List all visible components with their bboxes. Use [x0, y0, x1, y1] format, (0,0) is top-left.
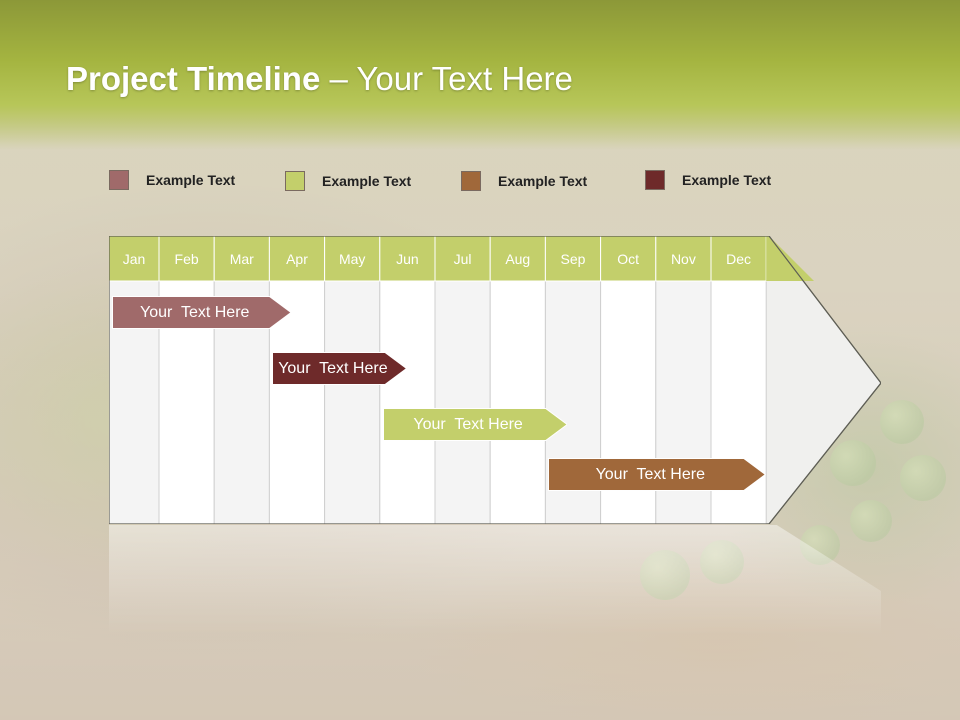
- month-label: Jun: [396, 250, 419, 267]
- month-column: [324, 280, 381, 524]
- month-column: [379, 280, 436, 524]
- month-column: [489, 280, 546, 524]
- month-label: Sep: [560, 250, 586, 267]
- task-bar-shape: [272, 352, 408, 385]
- month-label: Oct: [617, 250, 640, 267]
- task-bar-label: Your Text Here: [278, 359, 388, 377]
- task-bar-label: Your Text Here: [413, 415, 523, 433]
- task-bar: Your Text Here: [548, 458, 767, 491]
- header-band: [0, 0, 960, 150]
- task-bar: Your Text Here: [382, 408, 568, 441]
- month-label: Jul: [453, 250, 472, 267]
- month-label: Apr: [286, 250, 308, 267]
- legend-label: Example Text: [322, 173, 412, 189]
- month-label: Mar: [229, 250, 254, 267]
- title-rest: – Your Text Here: [320, 60, 573, 97]
- legend-swatch: [461, 171, 481, 191]
- month-label: Feb: [174, 250, 199, 267]
- month-header-cell: [213, 236, 270, 282]
- legend-label: Example Text: [682, 172, 772, 188]
- month-label: Dec: [726, 250, 752, 267]
- month-label: Nov: [670, 250, 696, 267]
- task-bar-arrow: [382, 408, 568, 441]
- month-header-cell: [710, 236, 767, 282]
- page-title: Project Timeline – Your Text Here: [66, 60, 573, 98]
- task-bar-arrow: [272, 352, 408, 385]
- month-header-cell: [434, 236, 491, 282]
- month-header-cell: [268, 236, 326, 282]
- legend-label: Example Text: [146, 172, 236, 188]
- month-label: Jan: [122, 250, 146, 267]
- month-header-cell: [158, 236, 215, 282]
- month-header-cell: [379, 236, 436, 282]
- task-bar-shape: [548, 458, 767, 491]
- month-column: [434, 280, 491, 524]
- month-header-cell: [600, 236, 657, 282]
- legend-swatch: [645, 170, 665, 190]
- task-bar-arrow: [548, 458, 767, 491]
- legend-swatch: [109, 170, 129, 190]
- task-bar-shape: [382, 408, 568, 441]
- legend-swatch: [285, 171, 305, 191]
- month-header-cell: [544, 236, 602, 282]
- task-bar-arrow: [112, 296, 292, 329]
- task-bar-shape: [112, 296, 292, 329]
- month-label: Aug: [505, 250, 531, 267]
- title-bold: Project Timeline: [66, 60, 321, 97]
- month-label: May: [338, 250, 366, 267]
- header-arrow-cap: [766, 236, 814, 281]
- legend-label: Example Text: [498, 173, 588, 189]
- task-bar-label: Your Text Here: [140, 303, 250, 321]
- task-bar-label: Your Text Here: [595, 465, 705, 483]
- month-header-cell: [324, 236, 381, 282]
- task-bar: Your Text Here: [272, 352, 408, 385]
- timeline-reflection: [109, 525, 881, 635]
- task-bar: Your Text Here: [112, 296, 292, 329]
- timeline-outline: [109, 236, 881, 524]
